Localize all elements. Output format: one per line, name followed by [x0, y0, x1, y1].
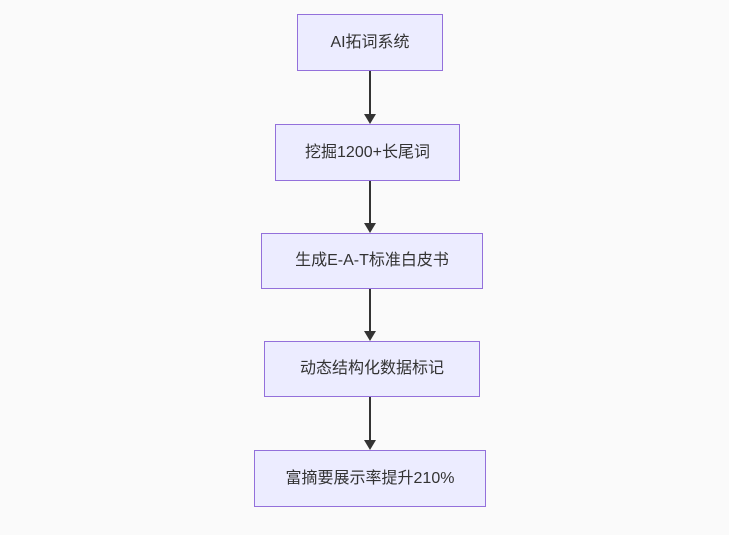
arrow-c-to-d: [364, 289, 376, 341]
flow-node-label: 生成E-A-T标准白皮书: [295, 252, 449, 270]
arrow-a-to-b: [364, 71, 376, 124]
arrow-d-to-e: [364, 397, 376, 450]
flow-node-rich-snippet-rate: 富摘要展示率提升210%: [254, 450, 486, 507]
flow-node-mine-longtail-keywords: 挖掘1200+长尾词: [275, 124, 460, 181]
arrow-b-to-c: [364, 181, 376, 233]
flow-node-dynamic-structured-data: 动态结构化数据标记: [264, 341, 480, 397]
flow-node-generate-eat-whitepaper: 生成E-A-T标准白皮书: [261, 233, 483, 289]
flow-node-label: 挖掘1200+长尾词: [305, 143, 430, 161]
flow-node-label: 富摘要展示率提升210%: [285, 469, 455, 487]
flow-node-label: AI拓词系统: [330, 33, 410, 51]
flow-node-label: 动态结构化数据标记: [299, 360, 444, 378]
flow-node-ai-word-expansion: AI拓词系统: [297, 14, 443, 71]
